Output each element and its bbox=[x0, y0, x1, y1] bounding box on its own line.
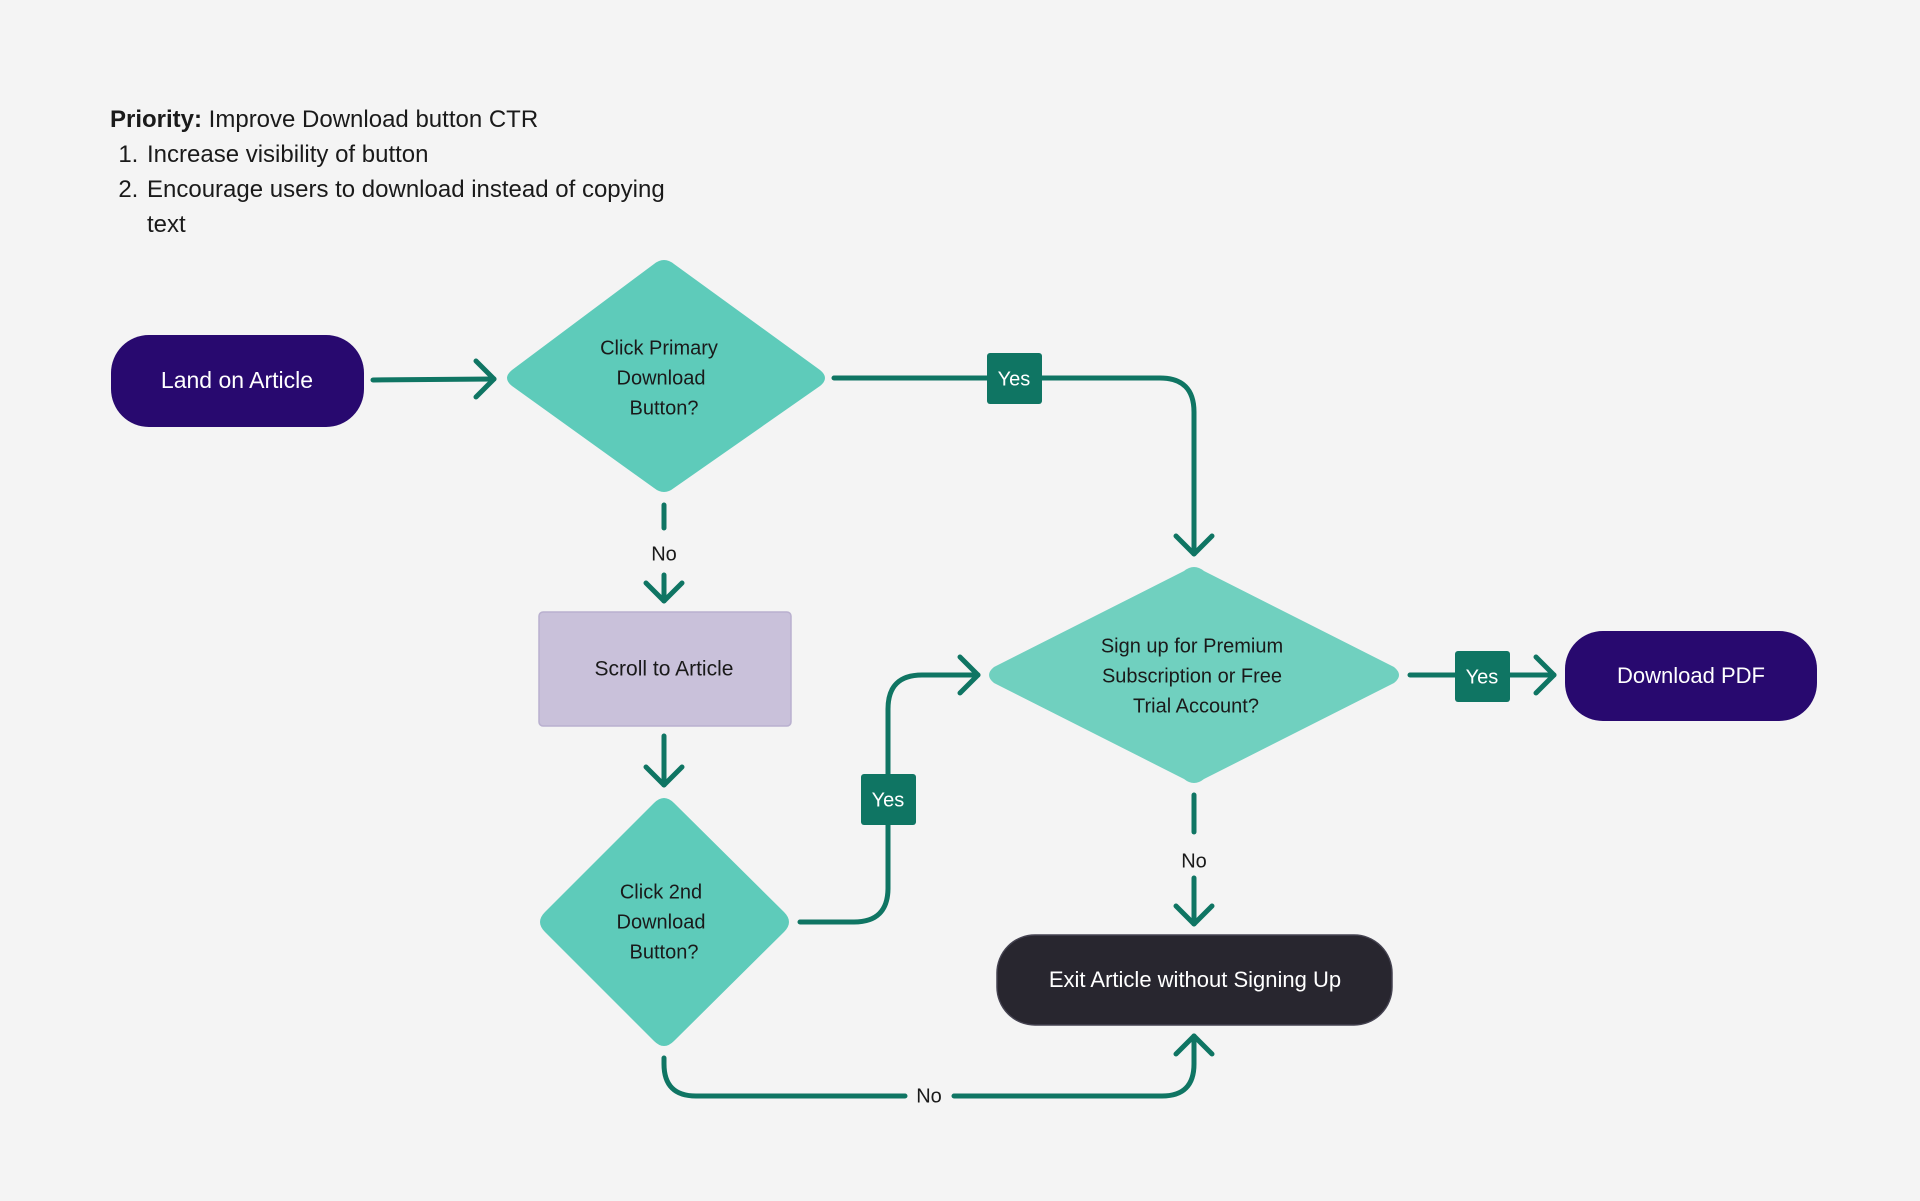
node-label-line-3: Button? bbox=[630, 397, 699, 419]
node-scroll-to-article: Scroll to Article bbox=[538, 611, 792, 727]
node-label-line-2: Download bbox=[617, 911, 706, 933]
tag-shape bbox=[1455, 651, 1510, 702]
node-label: Download PDF bbox=[1617, 663, 1765, 688]
chevron-arrow-icon bbox=[1173, 1033, 1215, 1057]
yes-tag-second: Yes bbox=[861, 774, 916, 825]
node-label: Exit Article without Signing Up bbox=[1049, 967, 1341, 992]
node-label-line-1: Click 2nd bbox=[620, 881, 702, 903]
chevron-arrow-icon bbox=[643, 764, 685, 788]
node-label-line-2: Subscription or Free bbox=[1102, 665, 1282, 687]
node-label-line-2: Download bbox=[617, 367, 706, 389]
priority-line: Priority: Improve Download button CTR bbox=[110, 102, 665, 137]
no-label-second: No bbox=[916, 1085, 942, 1107]
decision-shape bbox=[540, 798, 789, 1046]
process-shape bbox=[538, 611, 792, 727]
terminal-shape bbox=[111, 335, 364, 427]
edge-second-no-right bbox=[951, 1033, 1197, 1099]
node-sign-up-decision: Sign up for Premium Subscription or Free… bbox=[989, 567, 1399, 783]
node-label-line-1: Sign up for Premium bbox=[1101, 635, 1283, 657]
priority-item-2: Encourage users to download instead of c… bbox=[145, 172, 665, 242]
yes-tag-primary: Yes bbox=[987, 353, 1042, 404]
chevron-arrow-icon bbox=[957, 654, 981, 696]
tag-label: Yes bbox=[998, 368, 1031, 390]
decision-shape bbox=[989, 567, 1399, 783]
decision-shape bbox=[507, 260, 825, 492]
tag-shape bbox=[861, 774, 916, 825]
edge-primary-yes bbox=[831, 375, 1197, 557]
node-click-primary-download: Click Primary Download Button? bbox=[507, 260, 825, 492]
node-click-second-download: Click 2nd Download Button? bbox=[540, 798, 789, 1046]
chevron-arrow-icon bbox=[1533, 654, 1557, 696]
tag-label: Yes bbox=[872, 789, 905, 811]
chevron-arrow-icon bbox=[1173, 903, 1215, 927]
node-label: Land on Article bbox=[161, 367, 313, 393]
no-label-primary: No bbox=[651, 543, 677, 565]
node-exit-article: Exit Article without Signing Up bbox=[996, 934, 1393, 1026]
chevron-arrow-icon bbox=[473, 358, 497, 400]
no-label-signup: No bbox=[1181, 850, 1207, 872]
priority-list: Increase visibility of button Encourage … bbox=[110, 137, 665, 242]
node-label-line-3: Trial Account? bbox=[1133, 695, 1259, 717]
chevron-arrow-icon bbox=[643, 580, 685, 604]
tag-shape bbox=[987, 353, 1042, 404]
terminal-shape bbox=[996, 934, 1393, 1026]
tag-label: Yes bbox=[1466, 666, 1499, 688]
priority-label: Priority: bbox=[110, 106, 203, 133]
chevron-arrow-icon bbox=[1173, 533, 1215, 557]
node-download-pdf: Download PDF bbox=[1565, 631, 1817, 721]
terminal-shape bbox=[1565, 631, 1817, 721]
node-land-on-article: Land on Article bbox=[111, 335, 364, 427]
node-label-line-3: Button? bbox=[630, 941, 699, 963]
priority-notes: Priority: Improve Download button CTR In… bbox=[110, 102, 665, 242]
priority-item-1: Increase visibility of button bbox=[145, 137, 665, 172]
node-label: Scroll to Article bbox=[595, 658, 734, 681]
edge-land-to-primary bbox=[370, 376, 497, 383]
yes-tag-signup: Yes bbox=[1455, 651, 1510, 702]
edge-second-no-left bbox=[661, 1055, 908, 1099]
priority-text: Improve Download button CTR bbox=[202, 106, 539, 133]
node-label-line-1: Click Primary bbox=[600, 337, 718, 359]
